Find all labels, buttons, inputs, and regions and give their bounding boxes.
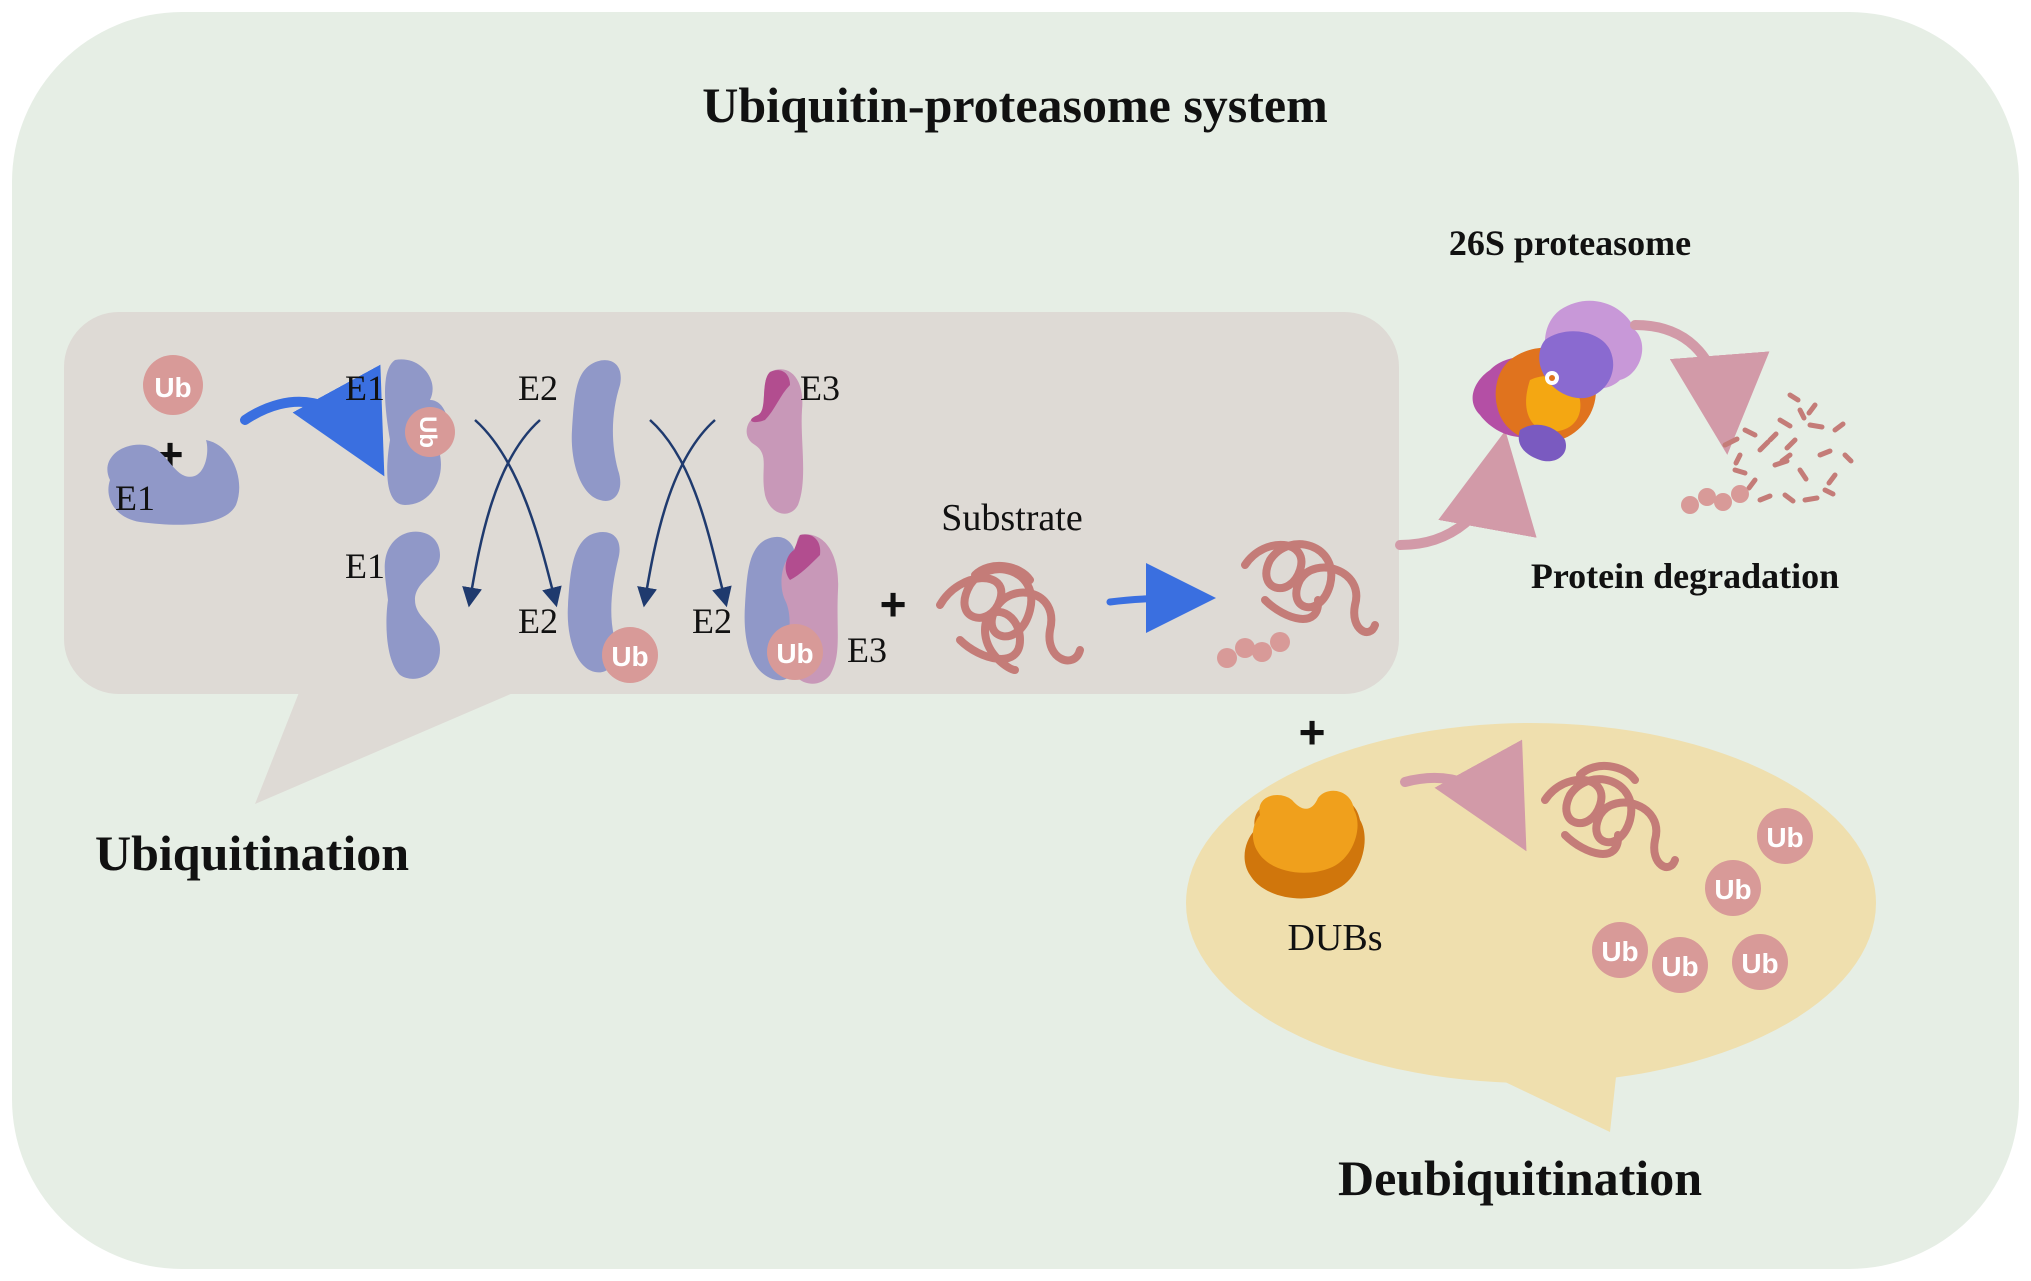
ubiquitination-arrow xyxy=(1106,563,1216,634)
ubiquitination-label: Ubiquitination xyxy=(95,825,409,881)
freed-substrate xyxy=(1541,761,1679,871)
dubs-enzyme xyxy=(1244,790,1365,899)
exchange-arrows-e1-e2 xyxy=(462,419,562,608)
dubs-label: DUBs xyxy=(1287,917,1382,959)
e1-free-label: E1 xyxy=(115,478,155,518)
polyubiquitin-chain xyxy=(1217,632,1290,668)
freed-ubiquitin: Ub Ub Ub Ub Ub xyxy=(1592,808,1813,993)
ub-on-e1: Ub xyxy=(405,407,455,457)
page-title: Ubiquitin-proteasome system xyxy=(702,77,1327,133)
e3-enzyme-upper xyxy=(746,369,804,514)
svg-text:Ub: Ub xyxy=(1661,951,1698,982)
e1-lower-label: E1 xyxy=(345,546,385,586)
e1-loaded-label: E1 xyxy=(345,368,385,408)
degradation-ub-chain xyxy=(1681,485,1749,514)
plus-sign-dubs: + xyxy=(1299,706,1326,758)
svg-text:Ub: Ub xyxy=(1601,936,1638,967)
e2-complex-label: E2 xyxy=(692,601,732,641)
substrate-label: Substrate xyxy=(941,497,1082,539)
deubiquitination-arrow xyxy=(1400,739,1527,852)
svg-text:Ub: Ub xyxy=(414,416,441,448)
e2-lower-label: E2 xyxy=(518,601,558,641)
ub-free: Ub xyxy=(143,355,203,415)
svg-text:Ub: Ub xyxy=(1714,874,1751,905)
e2-upper-label: E2 xyxy=(518,368,558,408)
to-proteasome-arrow xyxy=(1395,430,1537,550)
e3-complex-label: E3 xyxy=(847,630,887,670)
degraded-fragments xyxy=(1722,392,1854,504)
ub-on-e2: Ub xyxy=(602,627,658,683)
deubiquitination-label: Deubiquitination xyxy=(1338,1150,1702,1206)
substrate-protein xyxy=(936,561,1084,674)
svg-text:Ub: Ub xyxy=(611,641,648,672)
svg-text:Ub: Ub xyxy=(776,638,813,669)
plus-sign-substrate: + xyxy=(880,578,907,630)
e2-enzyme-upper xyxy=(571,360,621,501)
ubiquitinated-substrate xyxy=(1241,540,1379,636)
svg-text:Ub: Ub xyxy=(1741,948,1778,979)
to-degradation-arrow xyxy=(1630,320,1770,455)
proteasome-26s xyxy=(1472,300,1643,462)
svg-text:Ub: Ub xyxy=(1766,822,1803,853)
svg-text:Ub: Ub xyxy=(154,372,191,403)
e3-upper-label: E3 xyxy=(800,368,840,408)
deubiquitination-bubble xyxy=(1186,723,1876,1132)
e2-enzyme-loaded xyxy=(567,532,620,673)
proteasome-label: 26S proteasome xyxy=(1449,223,1691,263)
e1-enzyme-lower xyxy=(384,531,440,679)
e1-enzyme-free xyxy=(107,440,240,525)
exchange-arrows-e2-e3 xyxy=(637,419,732,608)
ub-on-complex: Ub xyxy=(767,624,823,680)
degradation-label: Protein degradation xyxy=(1531,556,1839,596)
activation-arrow xyxy=(240,364,385,477)
